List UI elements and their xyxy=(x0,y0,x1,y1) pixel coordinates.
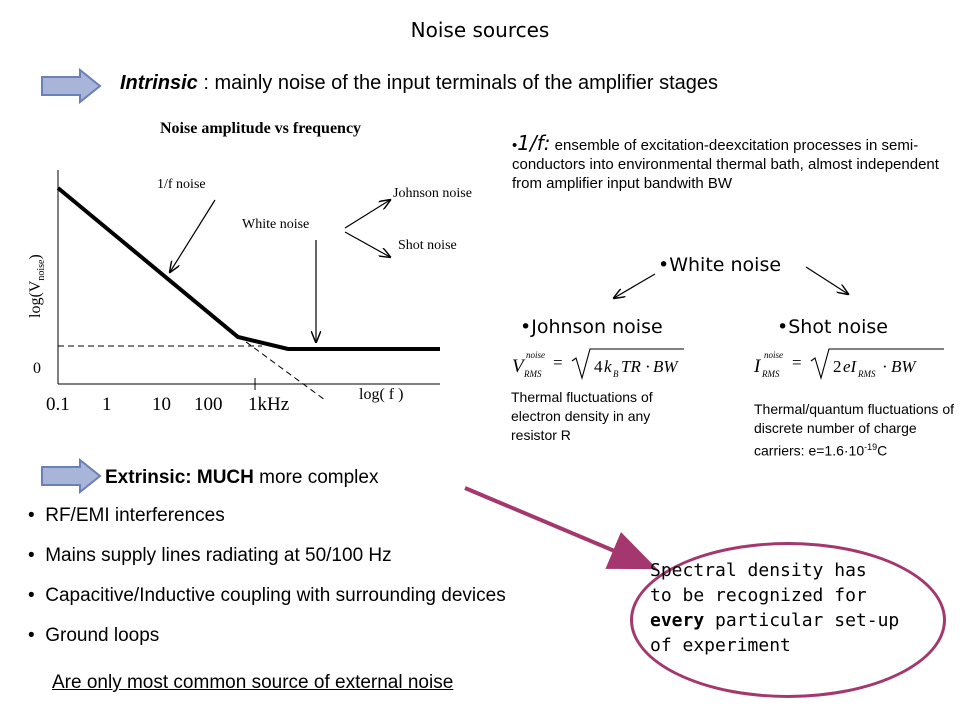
callout-ellipse xyxy=(630,542,946,698)
list-item-text: Mains supply lines radiating at 50/100 H… xyxy=(45,545,392,566)
callout-line-rest: particular set-up xyxy=(704,610,900,631)
tree-node-white-label: White noise xyxy=(669,254,782,276)
list-item: • Mains supply lines radiating at 50/100… xyxy=(28,545,392,566)
svg-text:noise: noise xyxy=(526,350,545,360)
tree-node-shot-label: Shot noise xyxy=(788,316,888,338)
svg-text:BW: BW xyxy=(653,357,679,376)
y-axis-label-end: ) xyxy=(27,254,44,260)
svg-text:RMS: RMS xyxy=(523,369,542,379)
graph-title: Noise amplitude vs frequency xyxy=(160,120,362,137)
callout-line: Spectral density has xyxy=(650,560,867,581)
callout-emphasis: every xyxy=(650,610,705,631)
intrinsic-text: : mainly noise of the input terminals of… xyxy=(197,72,719,94)
tree-arrow-johnson xyxy=(614,273,656,298)
noise-curve xyxy=(56,186,440,351)
callout-arrow xyxy=(464,486,658,570)
svg-text:eI: eI xyxy=(843,357,858,376)
tree-arrow-shot xyxy=(805,266,848,294)
svg-text:B: B xyxy=(613,369,619,379)
list-item: • Capacitive/Inductive coupling with sur… xyxy=(28,585,506,606)
svg-text:RMS: RMS xyxy=(857,369,876,379)
list-item-text: Ground loops xyxy=(45,625,160,646)
shot-description-main: Thermal/quantum fluctuations of discrete… xyxy=(754,401,954,459)
tree-node-johnson-label: Johnson noise xyxy=(531,316,663,338)
y-zero-label: 0 xyxy=(33,360,41,377)
johnson-arrow xyxy=(344,200,390,229)
x-tick-label: 1 xyxy=(102,394,112,415)
extrinsic-bold: Extrinsic: MUCH xyxy=(105,467,254,488)
one-over-f-text: ensemble of excitation-deexcitation proc… xyxy=(512,137,939,192)
svg-text:k: k xyxy=(604,357,612,376)
johnson-description: Thermal fluctuations of electron density… xyxy=(511,389,653,443)
one-over-f-extrapolation xyxy=(237,335,326,401)
callout-line: of experiment xyxy=(650,635,791,656)
shot-description-unit: C xyxy=(877,442,888,459)
shot-description-exponent: -19 xyxy=(864,442,878,452)
x-axis-label: log( f ) xyxy=(359,386,404,403)
svg-text:4: 4 xyxy=(594,357,603,376)
footer-note: Are only most common source of external … xyxy=(52,672,454,693)
svg-text:2: 2 xyxy=(833,357,842,376)
shot-noise-label: Shot noise xyxy=(398,238,457,253)
callout-line: to be recognized for xyxy=(650,585,867,606)
block-arrow-extrinsic xyxy=(41,458,102,494)
one-over-f-lead: 1/f: xyxy=(517,131,551,155)
svg-text:noise: noise xyxy=(764,350,783,360)
one-over-f-arrow xyxy=(170,199,216,272)
callout-line: every particular set-up xyxy=(650,608,940,633)
tree-node-white: •White noise xyxy=(658,254,782,276)
svg-text:V: V xyxy=(512,356,526,377)
intrinsic-line: Intrinsic : mainly noise of the input te… xyxy=(120,72,718,95)
one-over-f-description: •1/f: ensemble of excitation-deexcitatio… xyxy=(512,131,939,192)
list-item: • RF/EMI interferences xyxy=(28,505,225,526)
list-item-text: Capacitive/Inductive coupling with surro… xyxy=(45,585,506,606)
y-axis-label-sub: noise xyxy=(36,259,48,281)
y-axis-label-main: log(V xyxy=(27,280,44,318)
svg-text:=: = xyxy=(553,353,563,372)
white-noise-label: White noise xyxy=(242,217,310,232)
list-item: • Ground loops xyxy=(28,625,160,646)
page-title: Noise sources xyxy=(410,18,550,42)
svg-text:BW: BW xyxy=(891,357,917,376)
svg-text:RMS: RMS xyxy=(761,369,780,379)
svg-text:TR: TR xyxy=(621,357,641,376)
list-item-text: RF/EMI interferences xyxy=(45,505,225,526)
svg-text:I: I xyxy=(753,356,762,377)
block-arrow-intrinsic xyxy=(41,68,102,104)
callout-text: Spectral density has to be recognized fo… xyxy=(650,558,940,658)
tree-node-johnson: •Johnson noise xyxy=(520,316,663,338)
svg-text:=: = xyxy=(792,353,802,372)
one-over-f-label: 1/f noise xyxy=(157,177,206,192)
y-axis-label: log(Vnoise) xyxy=(27,254,47,318)
tree-node-shot: •Shot noise xyxy=(777,316,888,338)
x-tick-label: 1kHz xyxy=(248,394,290,415)
intrinsic-label: Intrinsic xyxy=(120,72,198,94)
shot-arrow xyxy=(344,231,390,257)
shot-formula: I RMS noise = 2 eI RMS · BW xyxy=(753,348,944,380)
svg-text:·: · xyxy=(882,357,888,376)
extrinsic-line: Extrinsic: MUCH more complex xyxy=(105,467,378,489)
extrinsic-rest: more complex xyxy=(253,467,379,488)
extrinsic-list: • RF/EMI interferences • Mains supply li… xyxy=(28,505,506,665)
shot-description: Thermal/quantum fluctuations of discrete… xyxy=(754,400,954,461)
x-tick-label: 0.1 xyxy=(46,394,70,415)
svg-text:·: · xyxy=(645,357,651,376)
johnson-formula: V RMS noise = 4 k B TR · BW xyxy=(512,348,684,380)
x-tick-label: 100 xyxy=(194,394,223,415)
johnson-noise-label: Johnson noise xyxy=(393,186,472,201)
x-tick-label: 10 xyxy=(152,394,171,415)
